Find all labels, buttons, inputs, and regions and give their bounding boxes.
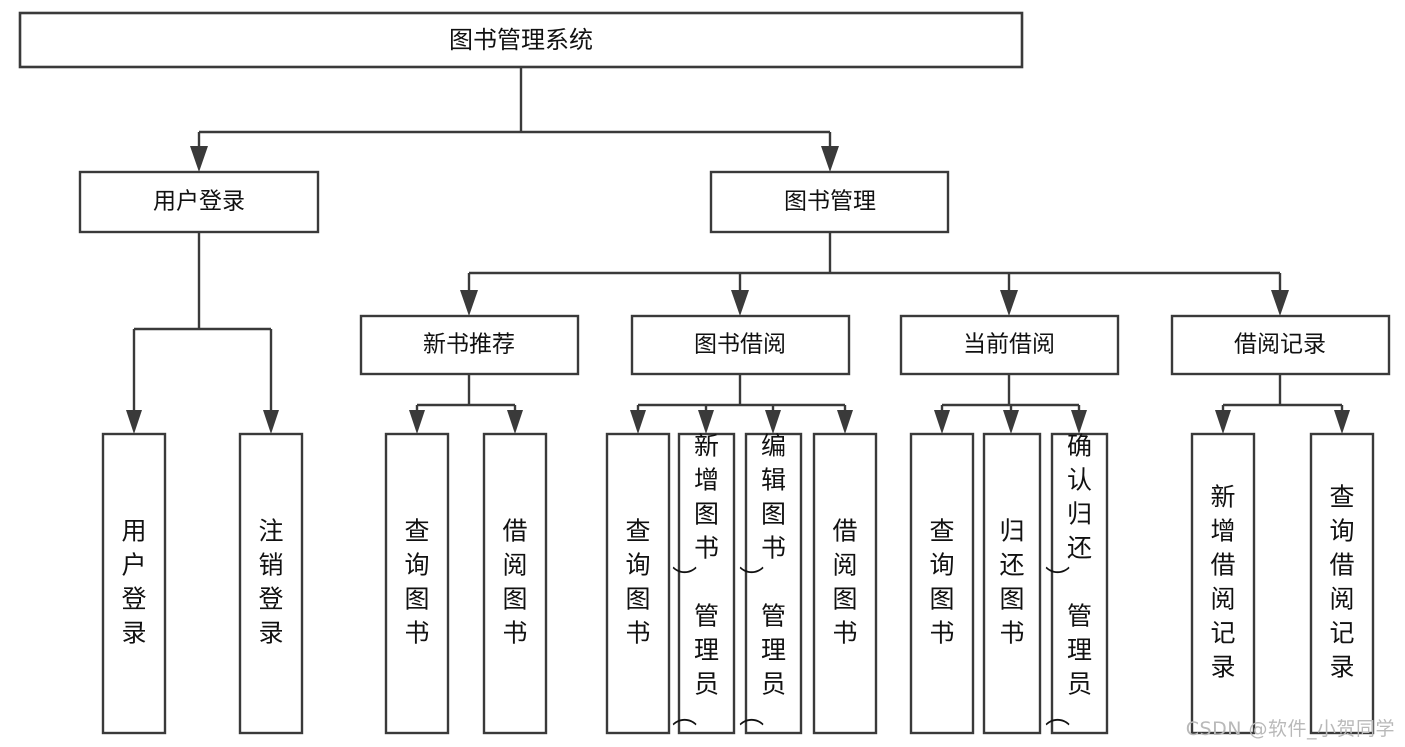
new-book-recommend-label: 新书推荐: [423, 332, 515, 358]
leaf-box[interactable]: [482, 432, 548, 735]
leaf-node[interactable]: 确认归还（管理员）: [1044, 432, 1109, 735]
arrow-leaf-logout: [263, 410, 279, 434]
leaf-label: 注销登录: [258, 517, 283, 648]
connector-lines: [126, 67, 1350, 434]
node-book-management[interactable]: 图书管理: [709, 170, 950, 234]
node-new-book-recommend[interactable]: 新书推荐: [359, 314, 580, 376]
leaf-box[interactable]: [677, 432, 736, 735]
leaf-box[interactable]: [384, 432, 450, 735]
leaf-node[interactable]: 归还图书: [982, 432, 1042, 735]
leaf-box[interactable]: [605, 432, 671, 735]
leaf-label: 归还图书: [999, 517, 1024, 648]
leaf-node[interactable]: 借阅图书: [812, 432, 878, 735]
arrow-leaf-cur-query: [934, 410, 950, 434]
leaf-label: 新增借阅记录: [1210, 483, 1235, 682]
leaf-node[interactable]: 查询图书: [909, 432, 975, 735]
book-management-box[interactable]: [709, 170, 950, 234]
book-borrow-box[interactable]: [630, 314, 851, 376]
arrow-leaf-bb-borrow: [837, 410, 853, 434]
leaf-nodes: 用户登录注销登录查询图书借阅图书查询图书新增图书（管理员）编辑图书（管理员）借阅…: [101, 432, 1375, 735]
leaf-box[interactable]: [238, 432, 304, 735]
root-box[interactable]: [18, 11, 1024, 69]
leaf-box[interactable]: [1309, 432, 1375, 735]
current-borrow-label: 当前借阅: [963, 332, 1055, 358]
root-label: 图书管理系统: [449, 26, 593, 54]
leaf-box[interactable]: [1050, 432, 1109, 735]
arrow-to-borrow: [731, 290, 749, 316]
arrow-leaf-bb-add: [698, 410, 714, 434]
leaf-box[interactable]: [982, 432, 1042, 735]
user-login-box[interactable]: [78, 170, 320, 234]
leaf-node[interactable]: 编辑图书（管理员）: [738, 432, 803, 735]
book-borrow-label: 图书借阅: [694, 332, 786, 358]
arrow-leaf-user-login: [126, 410, 142, 434]
leaf-box[interactable]: [1190, 432, 1256, 735]
leaf-label: 借阅图书: [832, 517, 857, 648]
node-current-borrow[interactable]: 当前借阅: [899, 314, 1120, 376]
leaf-box[interactable]: [744, 432, 803, 735]
leaf-box[interactable]: [909, 432, 975, 735]
node-book-borrow[interactable]: 图书借阅: [630, 314, 851, 376]
user-login-label: 用户登录: [153, 189, 245, 215]
borrow-record-box[interactable]: [1170, 314, 1391, 376]
arrow-to-current: [1000, 290, 1018, 316]
arrow-leaf-rec-add: [1215, 410, 1231, 434]
leaf-label: 查询图书: [929, 517, 954, 648]
leaf-label: 确认归还（管理员）: [1044, 432, 1092, 727]
node-root-book-management-system[interactable]: 图书管理系统: [18, 11, 1024, 69]
leaf-label: 查询图书: [625, 517, 650, 648]
arrow-leaf-rec-query: [1334, 410, 1350, 434]
arrow-leaf-bb-query: [630, 410, 646, 434]
arrow-leaf-nb-borrow: [507, 410, 523, 434]
leaf-node[interactable]: 注销登录: [238, 432, 304, 735]
arrow-root-to-user-login: [190, 146, 208, 172]
leaf-node[interactable]: 查询图书: [384, 432, 450, 735]
leaf-label: 查询图书: [404, 517, 429, 648]
node-user-login[interactable]: 用户登录: [78, 170, 320, 234]
current-borrow-box[interactable]: [899, 314, 1120, 376]
node-borrow-record[interactable]: 借阅记录: [1170, 314, 1391, 376]
leaf-node[interactable]: 新增借阅记录: [1190, 432, 1256, 735]
arrow-to-newbook: [460, 290, 478, 316]
arrow-root-to-book-mgmt: [821, 146, 839, 172]
leaf-node[interactable]: 查询图书: [605, 432, 671, 735]
leaf-box[interactable]: [812, 432, 878, 735]
borrow-record-label: 借阅记录: [1234, 332, 1326, 358]
book-management-label: 图书管理: [784, 189, 876, 215]
arrow-leaf-bb-edit: [765, 410, 781, 434]
leaf-node[interactable]: 用户登录: [101, 432, 167, 735]
leaf-label: 查询借阅记录: [1329, 483, 1354, 682]
leaf-node[interactable]: 查询借阅记录: [1309, 432, 1375, 735]
leaf-node[interactable]: 借阅图书: [482, 432, 548, 735]
leaf-node[interactable]: 新增图书（管理员）: [671, 432, 736, 735]
leaf-box[interactable]: [101, 432, 167, 735]
arrow-leaf-nb-query: [409, 410, 425, 434]
leaf-label: 用户登录: [121, 517, 146, 648]
leaf-label: 借阅图书: [502, 517, 527, 648]
arrow-leaf-cur-confirm: [1071, 410, 1087, 434]
new-book-recommend-box[interactable]: [359, 314, 580, 376]
leaf-label: 新增图书（管理员）: [671, 432, 719, 727]
arrow-to-record: [1271, 290, 1289, 316]
leaf-label: 编辑图书（管理员）: [738, 432, 786, 727]
arrow-leaf-cur-return: [1003, 410, 1019, 434]
